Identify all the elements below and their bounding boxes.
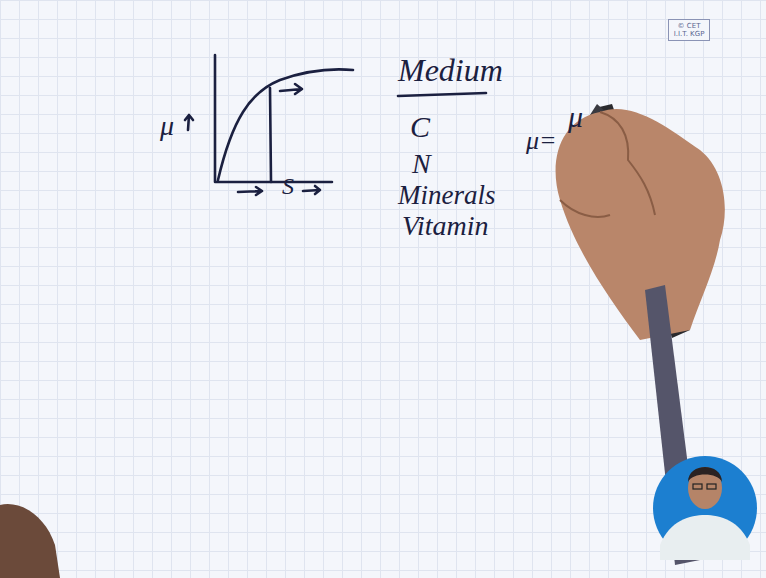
hand-illustration (556, 104, 725, 565)
equation-symbol: μ (568, 102, 583, 132)
axes (215, 55, 332, 182)
presenter-inset (653, 456, 757, 560)
hand-shadow (0, 504, 60, 578)
watermark-text: © CET I.I.T. KGP (672, 22, 706, 38)
note-item: Minerals (398, 182, 496, 209)
arrow (238, 187, 262, 195)
arrow (185, 115, 193, 130)
growth-curve (218, 69, 353, 180)
note-item: Vitamin (402, 212, 489, 240)
heading-note: Medium (398, 54, 503, 86)
underline (398, 93, 486, 96)
watermark-box: © CET I.I.T. KGP (668, 19, 710, 41)
axis-label: S (282, 174, 294, 198)
equation-start: μ= (526, 128, 557, 154)
axis-label: μ (160, 112, 174, 140)
arrow (303, 186, 320, 194)
arrow (280, 84, 302, 94)
marker-line (270, 88, 271, 182)
note-item: C (410, 112, 430, 142)
note-item: N (412, 150, 431, 178)
